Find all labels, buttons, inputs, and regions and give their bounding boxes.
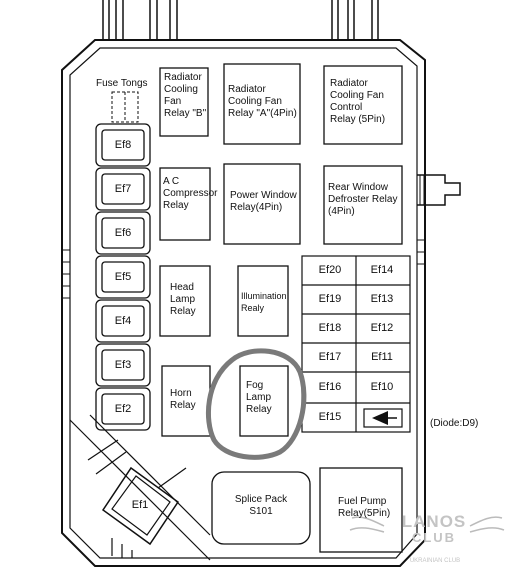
fuse-ef11: Ef11 [371, 351, 393, 363]
fuse-ef13: Ef13 [370, 293, 394, 305]
fuel-pump-relay-box [319, 467, 403, 553]
housing-inner [69, 47, 418, 559]
top-wires [102, 0, 379, 40]
right-ticks [417, 239, 425, 265]
fuse-ef10: Ef10 [370, 381, 394, 393]
watermark-wings [349, 516, 505, 533]
radiator-fan-relay-b-box [159, 67, 209, 137]
fuse-ef20: Ef20 [318, 264, 342, 276]
fuse-ef12: Ef12 [370, 322, 394, 334]
watermark-tag: UKRAINIAN CLUB [409, 558, 461, 564]
fuse-ef7: Ef7 [114, 183, 132, 195]
fuse-ef1: Ef1 [131, 499, 149, 511]
diode-label: (Diode:D9) [430, 418, 479, 429]
diode-box [363, 408, 403, 428]
fuse-ef16: Ef16 [318, 381, 342, 393]
rear-defroster-relay-box [323, 165, 403, 245]
fuse-tongs-label: Fuse Tongs [96, 78, 148, 89]
fuse-ef15: Ef15 [318, 411, 342, 423]
fuse-grid [301, 255, 411, 433]
highlight-circle [206, 348, 307, 460]
fuse-ef4: Ef4 [114, 315, 132, 327]
fuse-ef17: Ef17 [318, 351, 342, 363]
side-tab-stripes [419, 175, 425, 205]
fuse-ef8: Ef8 [114, 139, 132, 151]
illumination-relay-box [237, 265, 289, 337]
radiator-fan-relay-a-box [223, 63, 301, 145]
diode-arrow-icon [372, 411, 388, 425]
fog-lamp-relay-box [239, 365, 289, 437]
housing-outer [61, 39, 426, 567]
ef1-corner [69, 414, 211, 561]
side-tab [417, 174, 461, 206]
left-fuse-column [95, 123, 151, 431]
watermark-sub: CLUB [411, 530, 457, 545]
fuse-ef2: Ef2 [114, 403, 132, 415]
fuse-ef14: Ef14 [370, 264, 394, 276]
fuse-ef19: Ef19 [318, 293, 342, 305]
power-window-relay-box [223, 163, 301, 245]
fuse-ef5: Ef5 [114, 271, 132, 283]
fuse-ef3: Ef3 [114, 359, 132, 371]
fuse-ef18: Ef18 [318, 322, 342, 334]
radiator-fan-control-relay-box [323, 65, 403, 145]
fuse-ef6: Ef6 [114, 227, 132, 239]
watermark-brand: LANOS [401, 512, 467, 531]
ac-compressor-relay-box [159, 167, 211, 241]
left-ticks [62, 249, 70, 299]
splice-pack-box [211, 471, 311, 545]
head-lamp-relay-box [159, 265, 211, 337]
